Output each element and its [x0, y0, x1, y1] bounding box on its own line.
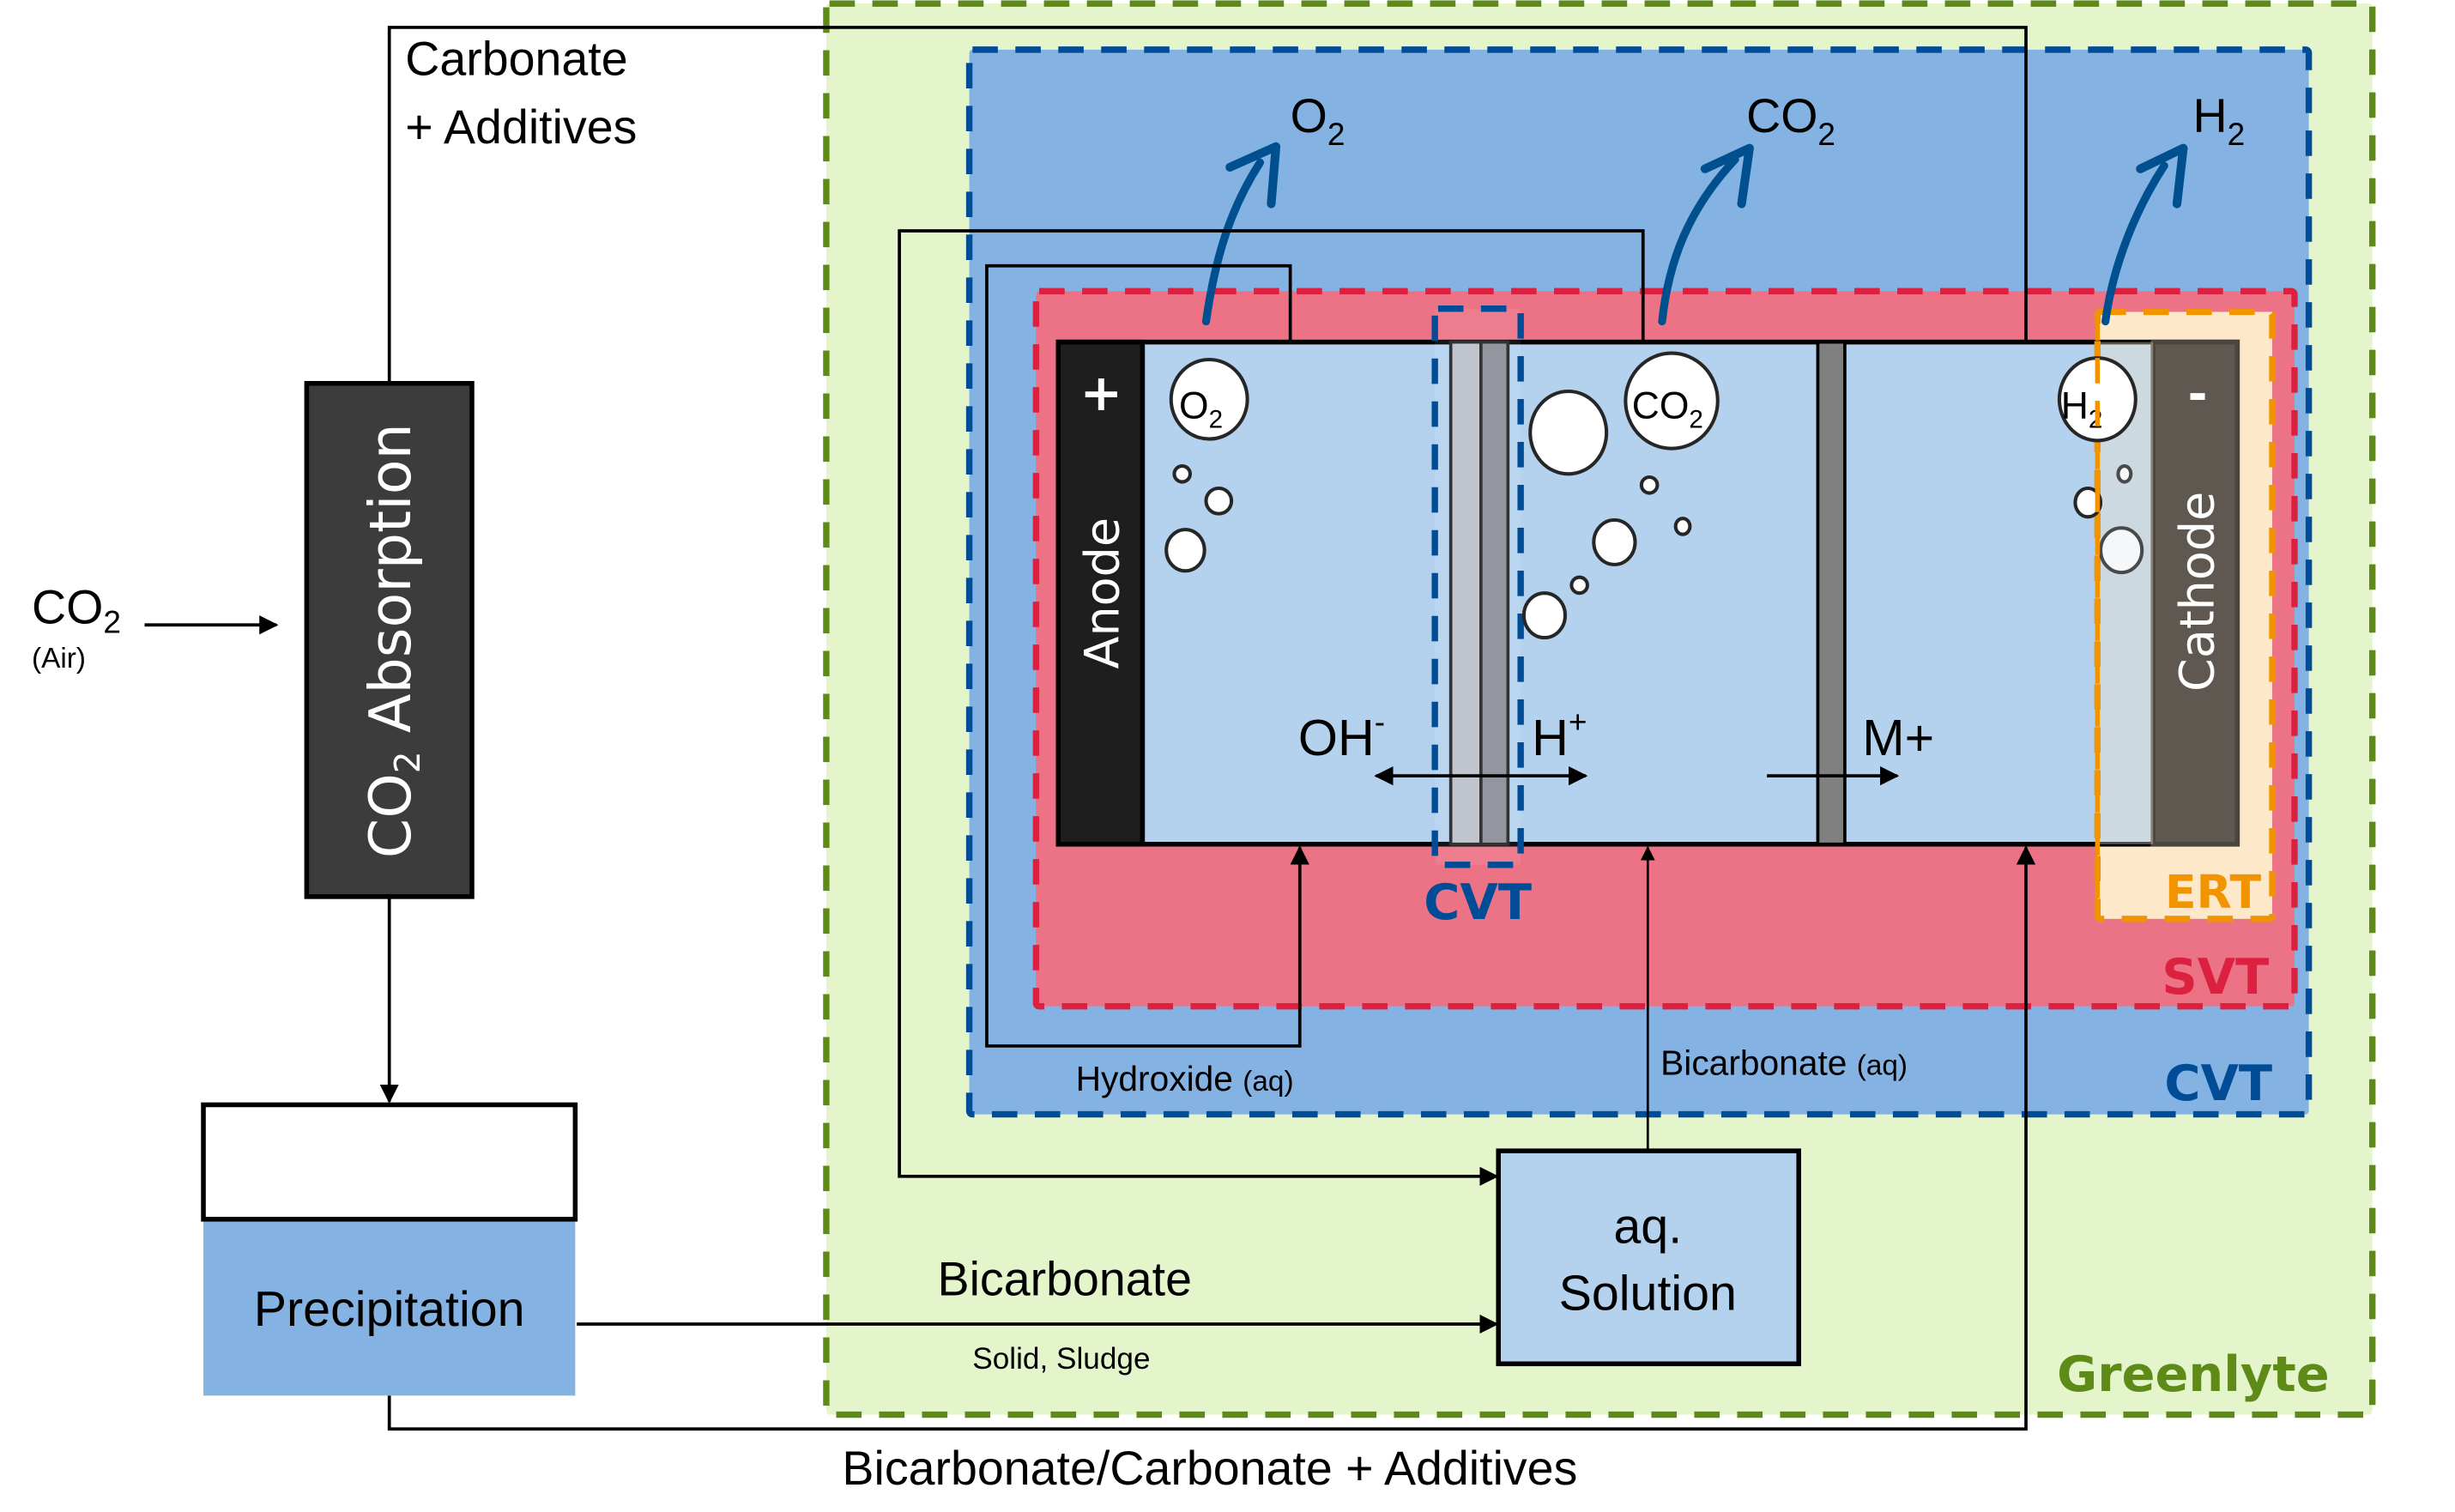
bottom-return-line [387, 845, 2036, 1431]
co2-absorption-label: CO2 Absorption [357, 423, 428, 858]
h2-bubble-label: H2 [2061, 384, 2103, 433]
carbonate-additives-label: + Additives [405, 100, 637, 154]
cathode-sign: - [2187, 366, 2207, 422]
h2-product-arrow [2101, 143, 2188, 326]
carbonate-label: Carbonate [405, 33, 627, 86]
hydroxide-ion-label: OH- [1298, 704, 1385, 766]
anode-sign: + [1079, 363, 1122, 422]
co2-input-source: (Air) [32, 643, 86, 674]
bottom-return-label: Bicarbonate/Carbonate + Additives [842, 1442, 1577, 1495]
o2-product-arrow [1201, 142, 1281, 326]
bipolar-membrane-right [1479, 340, 1510, 846]
proton-ion-label: H+ [1532, 704, 1587, 766]
bipolar-membrane-left [1448, 340, 1483, 846]
anode-label: Anode [1075, 517, 1131, 669]
cvt-region-label: CVT [2164, 1055, 2272, 1112]
hydroxide-aq-label: Hydroxide (aq) [1076, 1059, 1294, 1098]
h2-product-label: H2 [2192, 89, 2245, 152]
hydroxide-loop-line [985, 263, 1309, 1048]
co2-bubbles [1521, 351, 1720, 640]
ert-region-label: ERT [2165, 865, 2262, 919]
svt-region-label: SVT [2162, 948, 2269, 1006]
aq-solution-line2: Solution [1559, 1266, 1737, 1321]
aq-solution-unit: aq. Solution [1496, 1148, 1801, 1367]
cathode-electrode [2150, 339, 2240, 847]
cation-ion-label: M+ [1862, 709, 1934, 766]
co2-absorption-unit: CO2 Absorption [304, 380, 475, 899]
cvt-membrane-box [1431, 305, 1524, 868]
bicarbonate-label: Bicarbonate [938, 1253, 1192, 1306]
bicarbonate-aq-label: Bicarbonate (aq) [1660, 1043, 1908, 1082]
o2-bubble-label: O2 [1179, 384, 1223, 433]
o2-product-label: O2 [1291, 89, 1345, 152]
cation-membrane [1816, 340, 1847, 846]
precipitation-unit: Precipitation [201, 1102, 578, 1396]
greenlyte-region-label: Greenlyte [2057, 1346, 2330, 1403]
precipitation-label: Precipitation [254, 1282, 525, 1337]
h2-bubbles [2057, 356, 2144, 575]
carbonate-flow-line [387, 26, 2028, 382]
cvt-membrane-label: CVT [1424, 874, 1532, 931]
co2-input-label: CO2 [32, 580, 121, 639]
co2-product-label: CO2 [1746, 89, 1835, 152]
o2-bubbles [1164, 357, 1249, 573]
co2-bubble-label: CO2 [1632, 384, 1703, 433]
aq-solution-line1: aq. [1613, 1200, 1682, 1255]
anode-electrode [1055, 339, 1146, 847]
co2-product-arrow [1658, 143, 1754, 326]
solid-sludge-label: Solid, Sludge [972, 1342, 1150, 1376]
co2-compartment-outflow-line [898, 229, 1645, 1186]
cathode-label: Cathode [2170, 492, 2226, 692]
